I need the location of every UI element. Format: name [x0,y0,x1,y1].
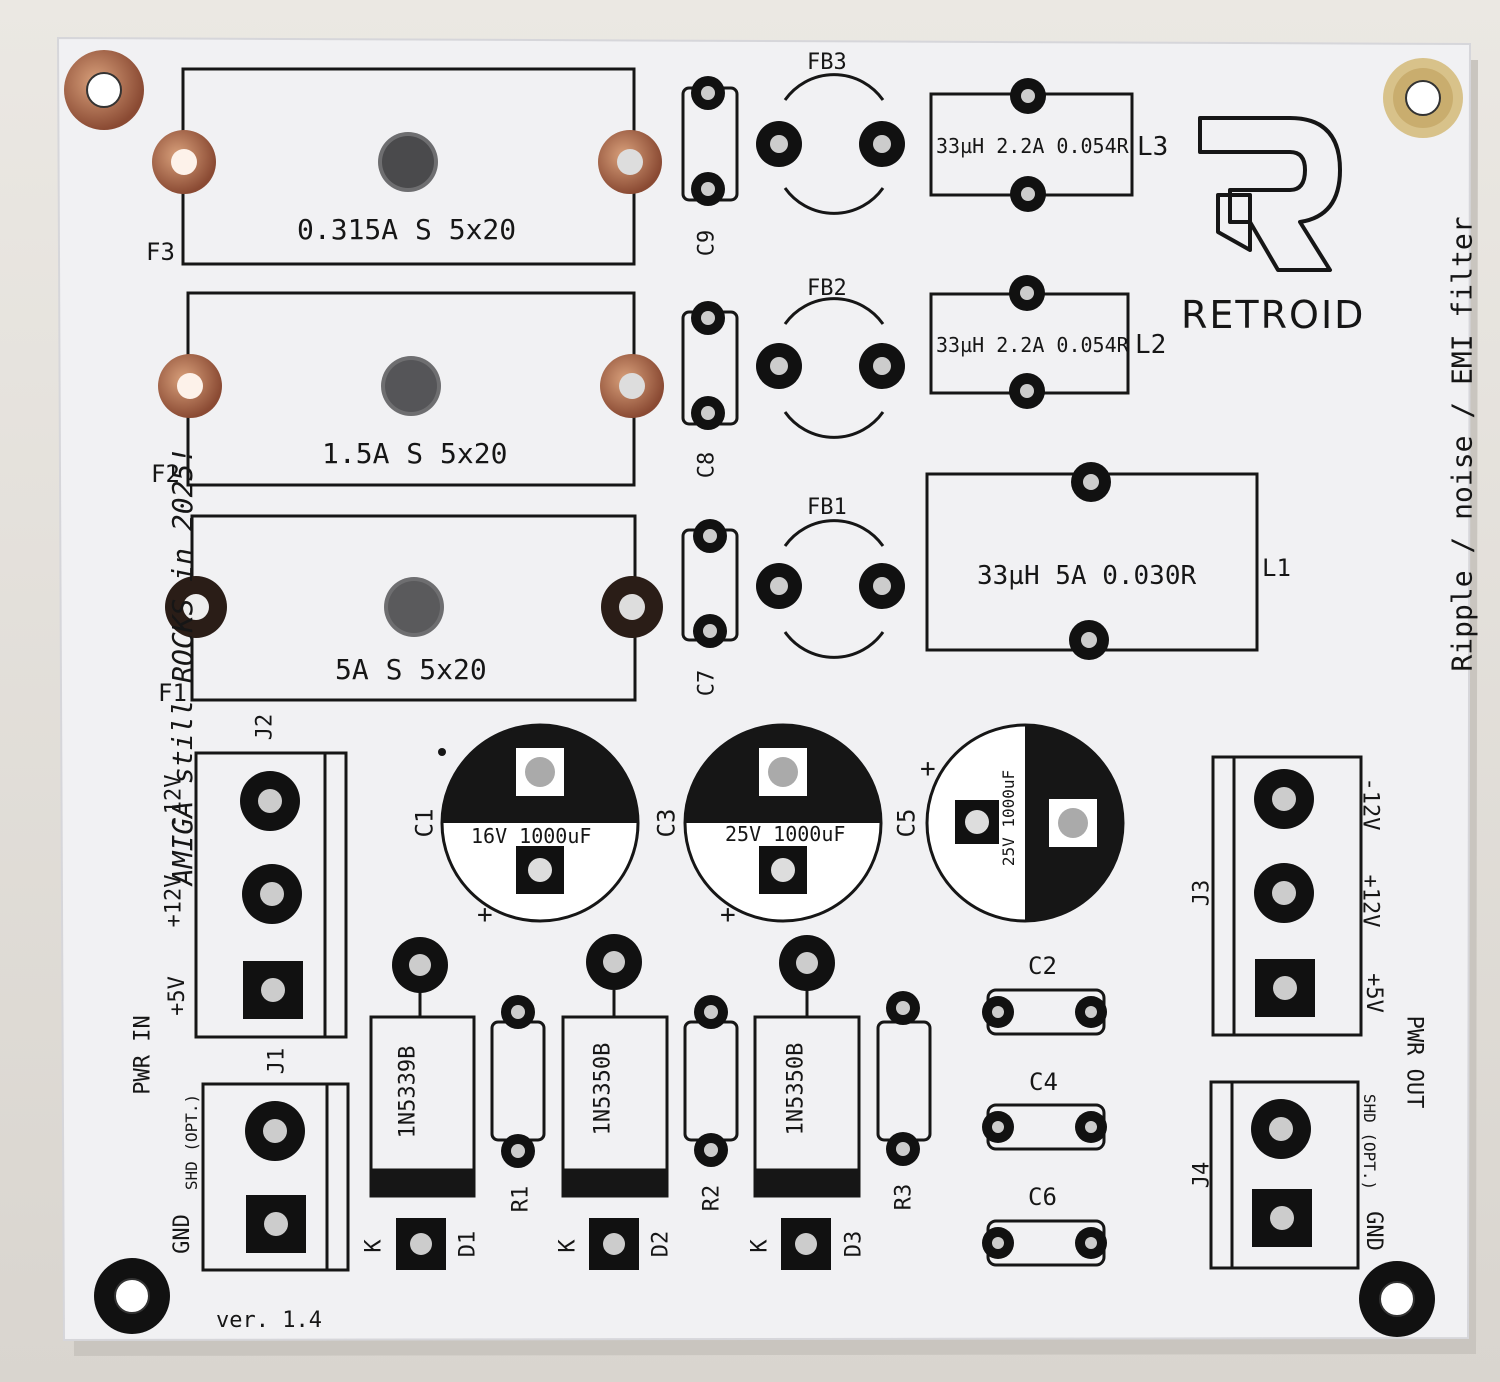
connector-j2-ref: J2 [252,713,278,741]
connector-outlines [194,751,1363,1272]
c5-polarity: + [920,754,936,784]
fuse-f2-value: 1.5A S 5x20 [322,437,508,470]
mounting-hole [94,1258,170,1334]
j4-pin-gnd: GND [1360,1211,1386,1251]
retroid-logo-icon [1198,116,1342,272]
fuse-f3-value: 0.315A S 5x20 [297,213,517,246]
j1-pin-shd: SHD (OPT.) [182,1093,202,1191]
j1-pin-gnd: GND [169,1214,195,1254]
connector-j4-ref: J4 [1189,1161,1215,1189]
c1-value: 16V 1000uF [471,824,592,848]
board-version: ver. 1.4 [216,1308,322,1333]
bead-fb2-ref: FB2 [807,276,847,301]
cap-c8-ref: C8 [694,451,720,479]
c5-value: 25V 1000uF [999,769,1019,867]
mounting-hole [1383,58,1463,138]
bead-fb3-ref: FB3 [807,50,847,75]
power-in-label: PWR IN [130,1015,156,1095]
diode-d1-cathode: K [361,1239,387,1253]
electrolytic-c5 [925,723,1125,923]
inductor-pads [1009,78,1111,660]
bead-fb1-ref: FB1 [807,495,847,520]
fuse-holes [378,132,444,637]
diode-d3-ref: D3 [841,1230,867,1258]
diode-pads [392,934,835,1270]
diode-d2-value: 1N5350B [590,1042,616,1136]
c3-ref: C3 [652,808,681,838]
diode-d1-ref: D1 [455,1230,481,1258]
resistor-pads [501,991,920,1168]
j3-pin-minus12: -12V [1357,777,1383,831]
fuse-f3-ref: F3 [146,238,175,266]
cap-c4-ref: C4 [1029,1068,1058,1096]
j3-pin-plus12: +12V [1357,874,1383,928]
pin1-dot [438,748,446,756]
c3-value: 25V 1000uF [725,822,846,846]
diode-outlines [369,990,861,1198]
cap-c9-ref: C9 [694,229,720,257]
j2-pin-plus12: +12V [161,874,187,928]
inductor-l2-ref: L2 [1135,330,1167,360]
c1-polarity: + [477,900,493,930]
resistor-r1-ref: R1 [508,1185,534,1213]
cap-c7-ref: C7 [694,669,720,697]
inductor-l2-value: 33µH 2.2A 0.054R [936,333,1129,357]
fuse-pads [152,130,664,638]
ferrite-bead-outlines [783,73,885,659]
resistor-r2-ref: R2 [699,1184,725,1212]
diode-d1-value: 1N5339B [395,1045,421,1139]
diode-d2-cathode: K [555,1239,581,1253]
j2-pin-minus12: -12V [161,774,187,828]
inductor-l3-ref: L3 [1137,132,1169,162]
fuse-f1-ref: F1 [158,679,187,707]
diode-d3-value: 1N5350B [783,1042,809,1136]
j3-pin-plus5: +5V [1360,973,1386,1013]
diode-d2-ref: D2 [648,1230,674,1258]
diode-d3-cathode: K [747,1239,773,1253]
connector-j3-ref: J3 [1189,879,1215,907]
c3-polarity: + [720,900,736,930]
electrolytic-c1 [440,723,640,923]
j4-pin-shd: SHD (OPT.) [1360,1093,1380,1191]
power-out-label: PWR OUT [1401,1015,1427,1109]
board-title: Ripple / noise / EMI filter [1445,216,1479,672]
ceramic-cap-pads [982,996,1107,1259]
brand-name: RETROID [1181,293,1366,337]
mounting-hole [64,50,144,130]
c1-ref: C1 [410,808,439,838]
fuse-f1-value: 5A S 5x20 [335,653,487,686]
inductor-l1-value: 33µH 5A 0.030R [977,561,1197,591]
inductor-l3-value: 33µH 2.2A 0.054R [936,134,1129,158]
connector-j1-ref: J1 [264,1047,290,1075]
ferrite-bead-pads [756,121,905,609]
cap-c6-ref: C6 [1028,1183,1057,1211]
mounting-hole [1359,1261,1435,1337]
c5-ref: C5 [892,808,921,838]
resistor-r3-ref: R3 [891,1183,917,1211]
capacitor-pads [691,76,727,648]
inductor-l1-ref: L1 [1262,554,1291,582]
fuse-f2-ref: F2 [151,460,180,488]
j2-pin-plus5: +5V [164,976,190,1016]
connector-pads [240,769,1315,1253]
electrolytic-c3 [683,723,883,923]
cap-c2-ref: C2 [1028,952,1057,980]
